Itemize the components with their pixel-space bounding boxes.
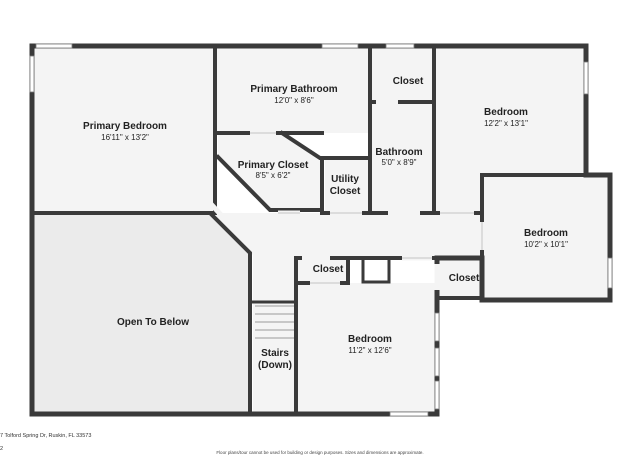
room-label-stairs-line2: (Down) (258, 360, 292, 371)
room-dims-bedroom-right: 10'2" x 10'1" (524, 240, 568, 249)
room-dims-primary-bedroom: 16'11" x 13'2" (101, 133, 149, 142)
room-label-utility-closet-line2: Closet (330, 186, 361, 197)
room-label-utility-closet-line1: Utility (331, 174, 359, 185)
room-label-primary-bathroom: Primary Bathroom (250, 84, 337, 95)
page-number: 2 (0, 446, 4, 452)
windows (29, 43, 613, 417)
property-address: 7 Tolford Spring Dr, Ruskin, FL 33573 (0, 433, 92, 439)
room-fills (32, 48, 610, 412)
room-label-bedroom-top-right: Bedroom (484, 107, 528, 118)
disclaimer: Floor plans/tour cannot be used for buil… (216, 450, 424, 455)
open-to-below-area (32, 215, 250, 412)
room-label-stairs-line1: Stairs (261, 348, 289, 359)
room-label-primary-closet: Primary Closet (238, 160, 309, 171)
room-dims-bedroom-bottom: 11'2" x 12'6" (348, 346, 391, 355)
room-label-closet-middle: Closet (313, 264, 344, 275)
room-label-primary-bedroom: Primary Bedroom (83, 121, 167, 132)
room-dims-primary-closet: 8'5" x 6'2" (256, 171, 291, 180)
room-label-open-to-below: Open To Below (117, 317, 189, 328)
stair-treads (255, 305, 294, 339)
walls (29, 43, 613, 417)
room-labels: Primary Bedroom 16'11" x 13'2" Primary B… (83, 76, 568, 371)
room-label-closet-top: Closet (393, 76, 424, 87)
room-label-bedroom-bottom: Bedroom (348, 334, 392, 345)
room-dims-bedroom-top-right: 12'2" x 13'1" (484, 119, 528, 128)
room-dims-bathroom: 5'0" x 8'9" (382, 158, 417, 167)
room-label-closet-right: Closet (449, 273, 480, 284)
room-dims-primary-bathroom: 12'0" x 8'6" (274, 96, 314, 105)
room-label-bedroom-right: Bedroom (524, 228, 568, 239)
room-label-bathroom: Bathroom (375, 147, 422, 158)
door-frames (250, 132, 483, 284)
